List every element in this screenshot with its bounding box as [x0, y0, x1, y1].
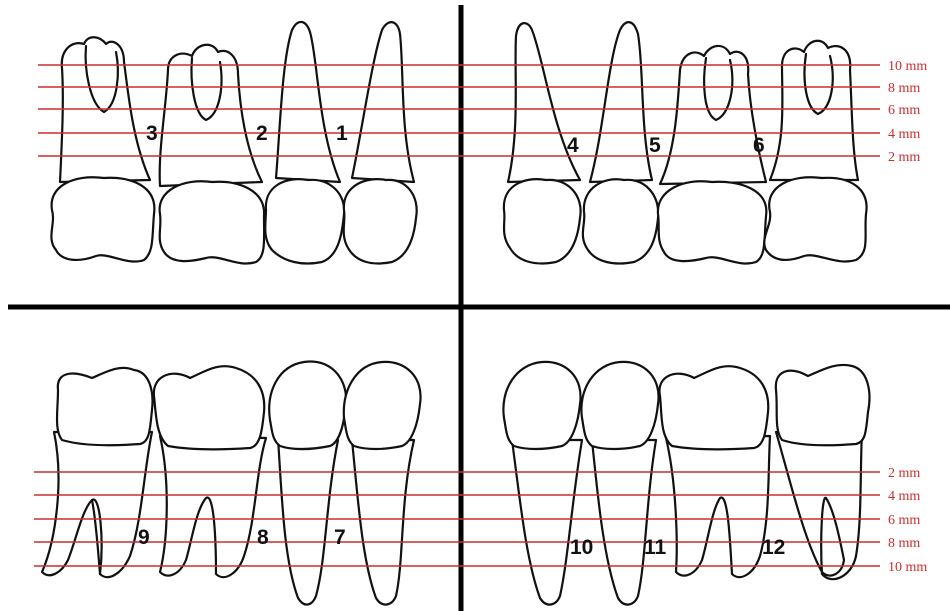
tooth-10	[503, 362, 582, 605]
tooth-number-4: 4	[567, 134, 579, 157]
tooth-number-7: 7	[334, 526, 346, 549]
upper-scale-label-4mm: 4 mm	[888, 127, 920, 142]
upper-scale-label-2mm: 2 mm	[888, 150, 920, 165]
tooth-number-8: 8	[257, 526, 269, 549]
tooth-number-11: 11	[644, 536, 667, 559]
upper-scale-label-6mm: 6 mm	[888, 103, 920, 118]
tooth-11	[581, 362, 658, 605]
tooth-6-and-12-shape	[658, 46, 766, 264]
tooth-5	[583, 22, 658, 263]
tooth-number-10: 10	[570, 536, 593, 559]
upper-scale-label-8mm: 8 mm	[888, 81, 920, 96]
tooth-6	[764, 41, 866, 262]
tooth-number-6: 6	[753, 134, 765, 157]
tooth-number-5: 5	[649, 134, 661, 157]
tooth-3	[51, 37, 154, 261]
lower-scale-label-6mm: 6 mm	[888, 513, 920, 528]
lower-scale-label-2mm: 2 mm	[888, 466, 920, 481]
lower-jaw-teeth	[42, 361, 869, 604]
lower-scale-label-10mm: 10 mm	[888, 560, 927, 575]
tooth-2	[160, 45, 265, 264]
tooth-number-1: 1	[336, 122, 348, 145]
tooth-7-and-others	[269, 361, 420, 604]
lower-scale-label-8mm: 8 mm	[888, 536, 920, 551]
tooth-number-9: 9	[138, 526, 150, 549]
upper-scale-label-10mm: 10 mm	[888, 59, 927, 74]
tooth-number-12: 12	[762, 536, 785, 559]
lower-scale-label-4mm: 4 mm	[888, 489, 920, 504]
tooth-number-3: 3	[146, 122, 158, 145]
tooth-number-2: 2	[256, 122, 268, 145]
